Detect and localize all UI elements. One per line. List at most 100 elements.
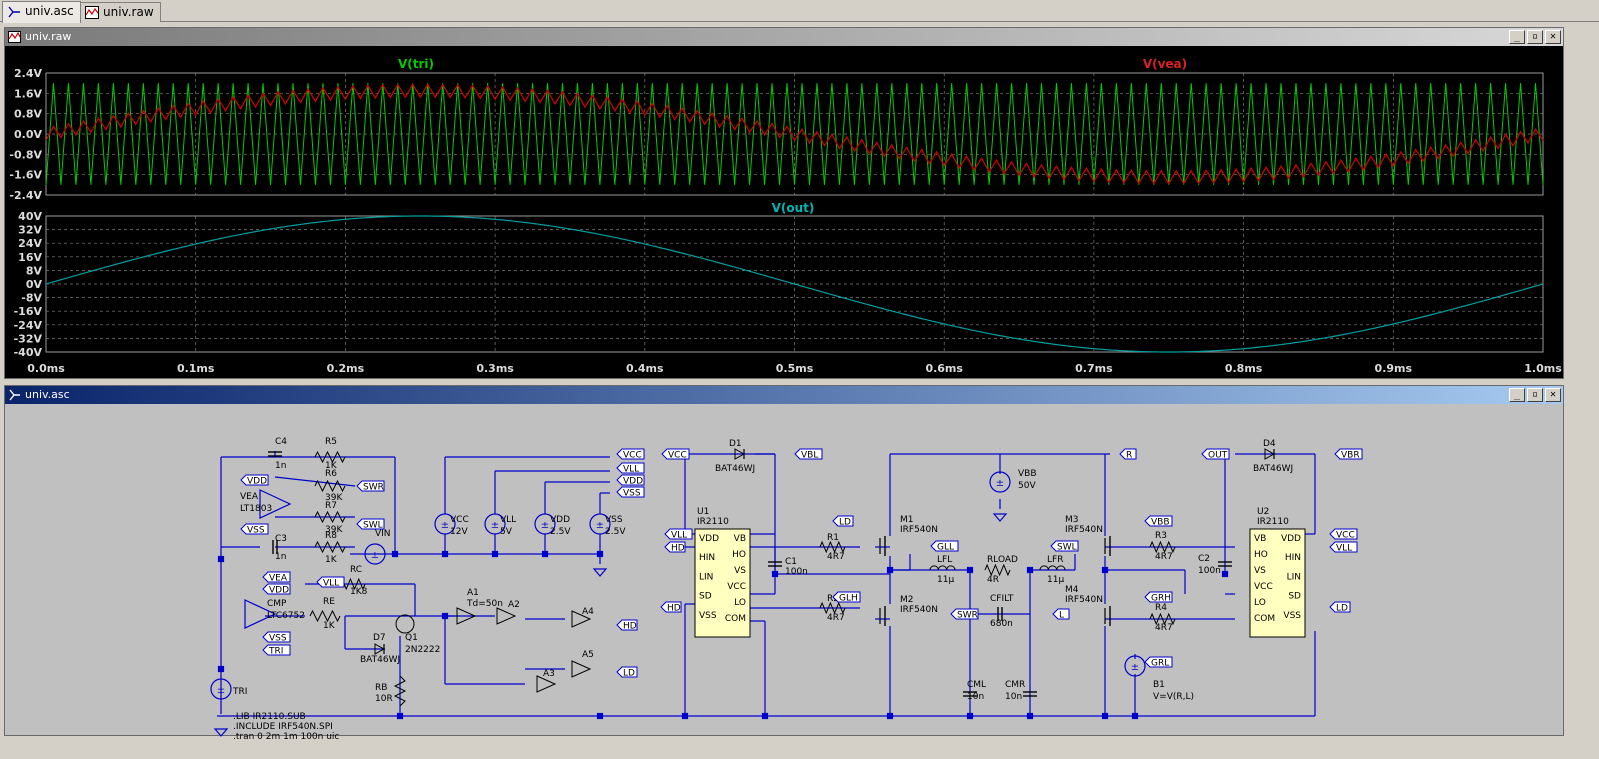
- restore-button[interactable]: ▫: [1527, 30, 1543, 44]
- transistor-q1[interactable]: [395, 614, 415, 634]
- spice-directive[interactable]: .tran 0 2m 1m 100n uic: [233, 732, 339, 742]
- diode-d7[interactable]: [374, 643, 386, 655]
- resistor-r5[interactable]: [314, 450, 346, 464]
- capacitor-c1[interactable]: [768, 561, 782, 567]
- minimize-button[interactable]: _: [1509, 30, 1525, 44]
- source-vin[interactable]: ±: [364, 543, 386, 565]
- inductor-lfl[interactable]: [929, 565, 956, 571]
- net-flag-swr[interactable]: SWR: [356, 480, 385, 493]
- net-flag-vll[interactable]: VLL: [616, 462, 645, 475]
- net-flag-swl[interactable]: SWL: [356, 518, 385, 531]
- net-flag-vcc[interactable]: VCC: [616, 448, 645, 461]
- source-vcc[interactable]: ±: [434, 513, 456, 535]
- spice-directive[interactable]: .LIB IR2110.SUB: [233, 712, 306, 722]
- net-flag-vss[interactable]: VSS: [262, 631, 291, 644]
- source-vbb[interactable]: ±: [989, 471, 1011, 493]
- source-vss[interactable]: ±: [589, 513, 611, 535]
- net-flag-grh[interactable]: GRH: [1144, 591, 1173, 604]
- net-flag-vll[interactable]: VLL: [664, 528, 693, 541]
- net-flag-vcc[interactable]: VCC: [661, 448, 690, 461]
- capacitor-c4[interactable]: [268, 451, 282, 457]
- net-flag-vdd[interactable]: VDD: [262, 583, 291, 596]
- tab-univ-raw[interactable]: univ.raw: [80, 2, 161, 22]
- net-flag-ld[interactable]: LD: [832, 515, 854, 528]
- opamp-vea[interactable]: [259, 489, 292, 519]
- net-flag-grl[interactable]: GRL: [1144, 656, 1173, 669]
- capacitor-c2[interactable]: [1218, 561, 1232, 567]
- net-flag-vss[interactable]: VSS: [240, 523, 269, 536]
- net-flag-r[interactable]: R: [1119, 448, 1137, 461]
- net-flag-swr[interactable]: SWR: [950, 608, 979, 621]
- resistor-r2[interactable]: [819, 601, 846, 615]
- resistor-r3[interactable]: [1149, 540, 1176, 554]
- source-b1[interactable]: ±: [1124, 655, 1146, 677]
- net-flag-gll[interactable]: GLL: [930, 540, 959, 553]
- net-flag-out[interactable]: OUT: [1201, 448, 1230, 461]
- close-button[interactable]: ✕: [1545, 30, 1561, 44]
- net-flag-hd[interactable]: HD: [660, 601, 682, 614]
- waveform-window-titlebar[interactable]: univ.raw _ ▫ ✕: [5, 28, 1563, 46]
- close-button[interactable]: ✕: [1545, 388, 1561, 402]
- legend-v-out[interactable]: V(out): [772, 201, 815, 215]
- restore-button[interactable]: ▫: [1527, 388, 1543, 402]
- capacitor-c3[interactable]: [272, 540, 278, 554]
- comparator-cmp[interactable]: [244, 599, 277, 629]
- source-vdd[interactable]: ±: [534, 513, 556, 535]
- buffer-a1[interactable]: [456, 607, 477, 625]
- resistor-r6[interactable]: [314, 479, 346, 493]
- net-flag-vcc[interactable]: VCC: [1329, 528, 1358, 541]
- capacitor-cmr[interactable]: [1023, 691, 1037, 697]
- mosfet-m1[interactable]: [879, 536, 886, 556]
- tab-univ-asc[interactable]: univ.asc: [2, 1, 81, 23]
- schematic-window-titlebar[interactable]: univ.asc _ ▫ ✕: [5, 386, 1563, 404]
- mosfet-m3[interactable]: [1104, 536, 1111, 556]
- net-flag-glh[interactable]: GLH: [832, 591, 861, 604]
- net-flag-l[interactable]: L: [1052, 608, 1070, 621]
- net-flag-vea[interactable]: VEA: [262, 571, 291, 584]
- net-flag-hd[interactable]: HD: [616, 619, 638, 632]
- net-flag-ld[interactable]: LD: [1329, 601, 1351, 614]
- spice-directive[interactable]: .INCLUDE IRF540N.SPI: [233, 722, 333, 732]
- net-flag-hd[interactable]: HD: [664, 541, 686, 554]
- resistor-r7[interactable]: [314, 510, 346, 524]
- net-flag-vbl[interactable]: VBL: [794, 448, 823, 461]
- net-flag-vbr[interactable]: VBR: [1334, 448, 1363, 461]
- diode-d4[interactable]: [1264, 448, 1276, 460]
- net-flag-vbb[interactable]: VBB: [1144, 515, 1173, 528]
- nand-gate-a4[interactable]: [571, 610, 592, 628]
- net-flag-vss[interactable]: VSS: [616, 486, 645, 499]
- legend-v-vea[interactable]: V(vea): [1143, 57, 1187, 71]
- net-flag-swl[interactable]: SWL: [1050, 540, 1079, 553]
- inverter-a3[interactable]: [536, 675, 557, 693]
- resistor-r4[interactable]: [1149, 612, 1176, 626]
- nand-gate-a5[interactable]: [571, 660, 592, 678]
- waveform-plots[interactable]: 2.4V1.6V0.8V0.0V-0.8V-1.6V-2.4V V(tri) V…: [5, 46, 1563, 378]
- capacitor-cfilt[interactable]: [997, 607, 1003, 621]
- source-tri[interactable]: ±: [210, 678, 232, 700]
- mosfet-m4[interactable]: [1104, 606, 1111, 626]
- net-flag-tri[interactable]: TRI: [262, 644, 291, 657]
- resistor-r8[interactable]: [314, 540, 346, 554]
- xor-gate-a2[interactable]: [496, 607, 517, 625]
- net-flag-vdd[interactable]: VDD: [616, 474, 645, 487]
- resistor-r1[interactable]: [819, 540, 846, 554]
- net-flag-vll[interactable]: VLL: [316, 576, 345, 589]
- net-flag-vdd[interactable]: VDD: [240, 474, 269, 487]
- mosfet-m2[interactable]: [879, 606, 886, 626]
- net-flag-vll[interactable]: VLL: [1329, 541, 1358, 554]
- minimize-button[interactable]: _: [1509, 388, 1525, 402]
- net-flag-ld[interactable]: LD: [616, 666, 638, 679]
- diode-d1[interactable]: [734, 448, 746, 460]
- source-vll[interactable]: ±: [484, 513, 506, 535]
- inductor-lfr[interactable]: [1039, 565, 1066, 571]
- resistor-re[interactable]: [309, 609, 341, 623]
- legend-v-tri[interactable]: V(tri): [398, 57, 434, 71]
- capacitor-cml[interactable]: [963, 691, 977, 697]
- resistor-rload[interactable]: [984, 563, 1011, 577]
